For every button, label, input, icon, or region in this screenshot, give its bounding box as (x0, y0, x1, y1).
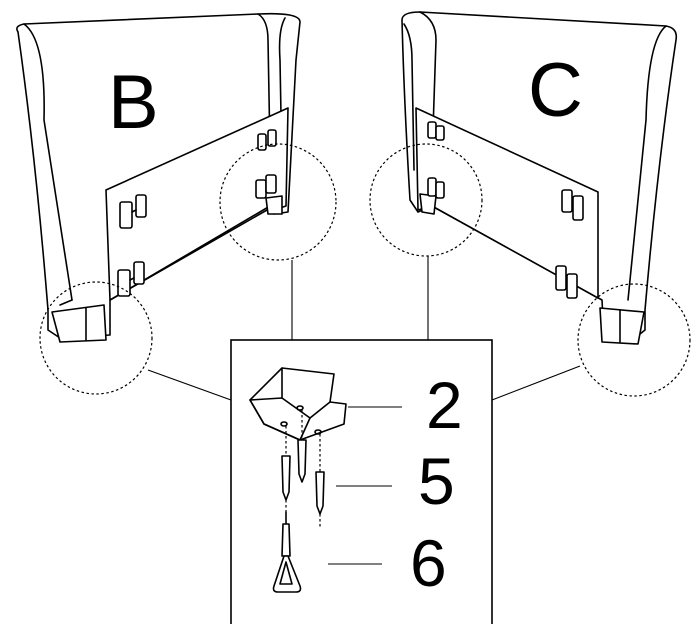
sofa-panel-b: B (16, 12, 337, 395)
detail-circle (219, 143, 337, 261)
bracket-icon (257, 129, 277, 151)
panel-c-label: C (528, 48, 583, 133)
detail-circle (369, 143, 483, 257)
screw-icon (297, 439, 307, 483)
part-2-label: 2 (426, 368, 463, 442)
screw-icon (281, 455, 291, 501)
screwdriver-icon (272, 511, 302, 593)
part-5-label: 5 (418, 444, 455, 518)
bracket-icon (561, 189, 584, 221)
bracket-icon (427, 177, 445, 199)
panel-b-label: B (108, 60, 159, 145)
detail-circle (577, 283, 691, 397)
detail-box: 2 5 6 (230, 339, 493, 624)
bracket-icon (255, 174, 277, 199)
bracket-icon (119, 194, 147, 229)
sofa-panel-c: C (369, 11, 691, 397)
bracket-icon (249, 367, 347, 441)
bracket-icon (555, 265, 578, 299)
bracket-icon (427, 121, 445, 141)
screw-icon (315, 471, 325, 515)
bracket-icon (117, 261, 145, 297)
leader-lines (147, 256, 581, 401)
part-6-label: 6 (410, 526, 447, 600)
detail-circle (39, 281, 153, 395)
